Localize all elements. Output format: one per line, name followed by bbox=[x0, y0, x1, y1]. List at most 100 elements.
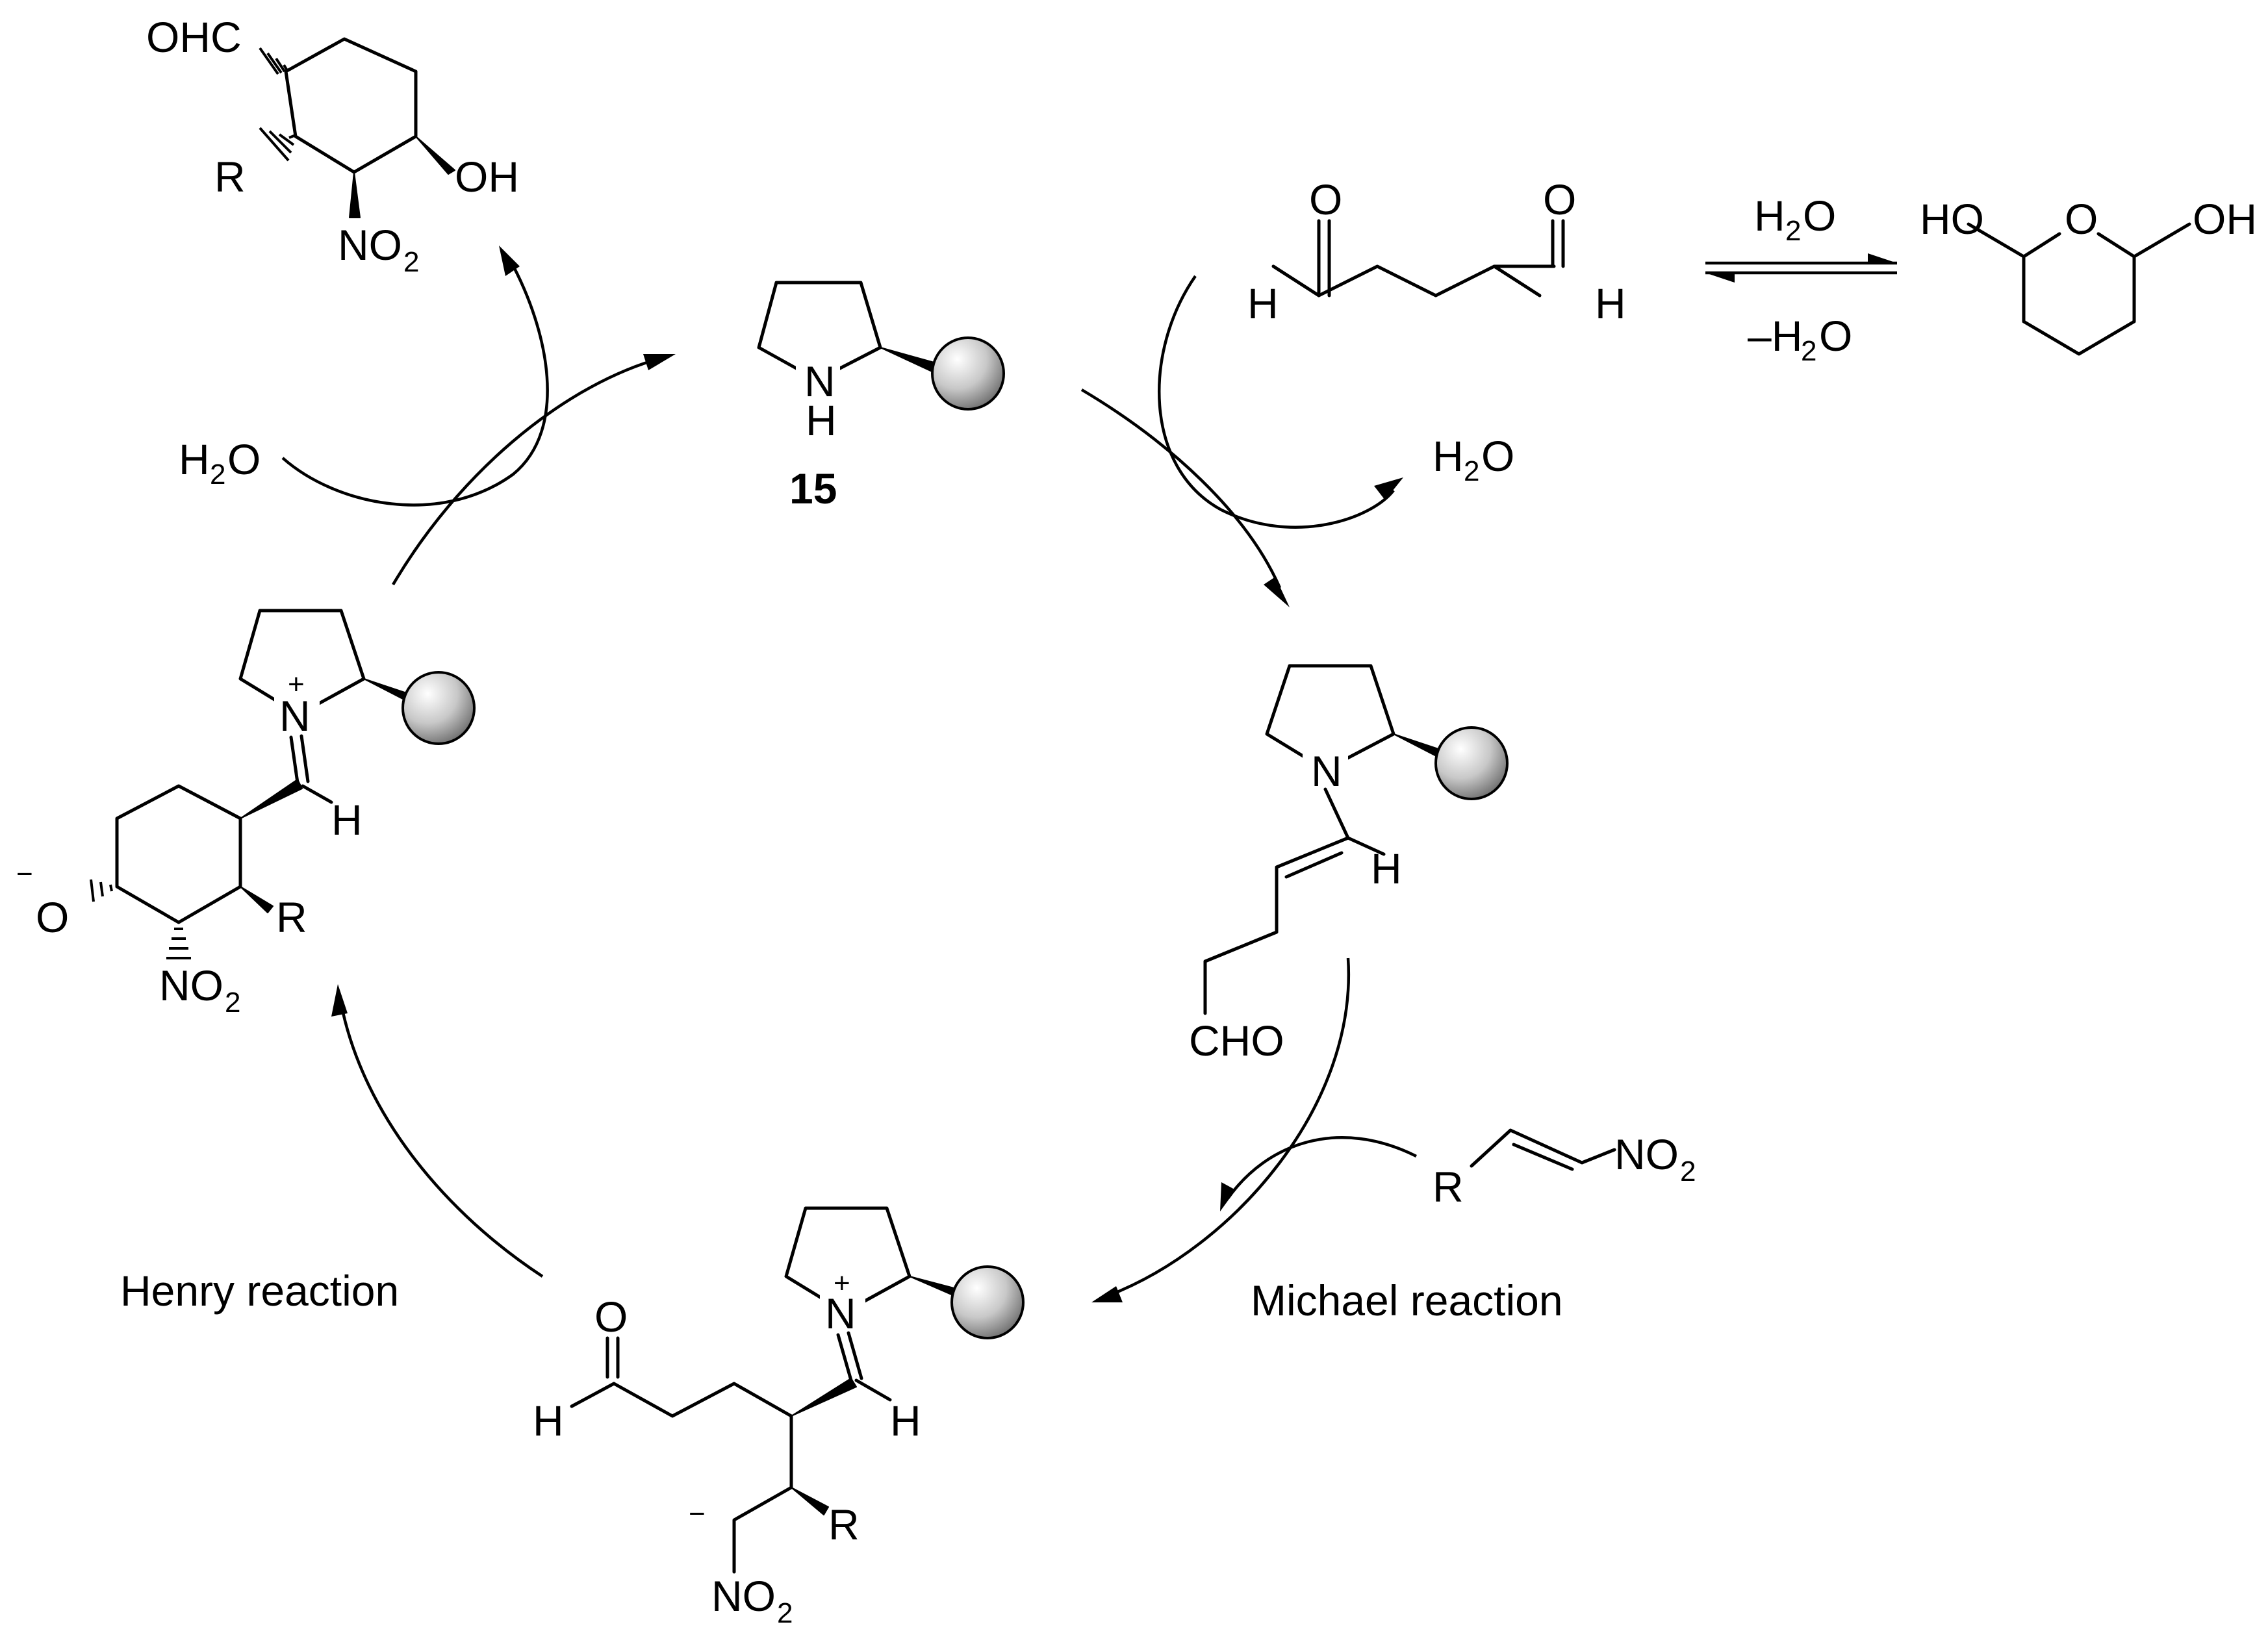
oxygen-right: O bbox=[1543, 175, 1576, 223]
arrowhead-nitroalkene bbox=[1220, 1182, 1236, 1211]
water-out-h: H bbox=[1433, 432, 1464, 480]
enamine-cho: CHO bbox=[1189, 1017, 1284, 1065]
enamine-double-bond bbox=[1284, 851, 1344, 879]
pyran-ring-and-oh bbox=[1967, 222, 2191, 356]
ring-oxygen-bonds bbox=[2022, 232, 2136, 259]
arrowhead-adduct bbox=[1091, 1286, 1123, 1302]
oh-label: OH bbox=[455, 153, 519, 201]
oxygen-left: O bbox=[1309, 175, 1342, 223]
hydration-equilibrium: H 2 O –H 2 O bbox=[1705, 192, 1897, 367]
iminium-plus-left: + bbox=[288, 668, 305, 700]
iminium-plus-bottom: + bbox=[834, 1267, 850, 1299]
enamine-h: H bbox=[1371, 844, 1402, 892]
stereo-wedge bbox=[880, 347, 939, 374]
michael-adduct-iminium: N + O H H R − NO 2 bbox=[533, 1206, 1025, 1629]
solid-support-sphere bbox=[931, 336, 1005, 411]
aldehyde-co-right bbox=[1551, 219, 1565, 268]
no2-wedge bbox=[349, 171, 361, 218]
water-out-o: O bbox=[1481, 432, 1514, 480]
ring-oxygen: O bbox=[2065, 195, 2098, 243]
alkoxide-o: O bbox=[36, 893, 69, 941]
iminium-n-left: N bbox=[279, 692, 311, 740]
nitroalkene-chain bbox=[1470, 1128, 1616, 1168]
oh-wedge bbox=[415, 136, 455, 175]
arrow-water-to-product bbox=[281, 259, 549, 507]
iminium-double-bond-left bbox=[289, 734, 310, 785]
adduct-no2-sub: 2 bbox=[777, 1597, 793, 1629]
arrowhead-enamine bbox=[1264, 577, 1290, 607]
nitroalkene: R NO 2 bbox=[1433, 1128, 1696, 1211]
adduct-wedge-1 bbox=[791, 1378, 857, 1417]
catalyst-15: N H 15 bbox=[757, 281, 1005, 513]
nitroalkene-no: NO bbox=[1614, 1130, 1679, 1178]
r-hash-bond bbox=[259, 127, 296, 162]
enamine-support-sphere bbox=[1434, 726, 1509, 800]
arrow-enamine-to-adduct bbox=[1107, 957, 1351, 1298]
arrow-nitroalkene-in bbox=[1227, 1136, 1418, 1200]
michael-reaction-label: Michael reaction bbox=[1251, 1276, 1563, 1324]
compound-number-15: 15 bbox=[789, 464, 837, 513]
adduct-r: R bbox=[828, 1500, 860, 1549]
water-below-sub: 2 bbox=[1801, 335, 1816, 367]
water-above-o: O bbox=[1803, 192, 1836, 240]
glutaraldehyde: O O H H bbox=[1247, 175, 1626, 327]
enamine-chain bbox=[1203, 836, 1350, 1015]
pyran-diol: HO O OH bbox=[1920, 195, 2257, 356]
adduct-aldehyde-co bbox=[605, 1336, 620, 1379]
r-left: R bbox=[276, 893, 307, 941]
water-out-sub: 2 bbox=[1464, 455, 1479, 487]
alkoxide-minus: − bbox=[16, 858, 33, 890]
nitroalkene-no2-sub: 2 bbox=[1680, 1156, 1696, 1187]
adduct-carbanion-minus: − bbox=[689, 1498, 706, 1530]
reverse-arrowhead bbox=[1705, 273, 1735, 283]
arrow-adduct-to-henry bbox=[339, 1003, 544, 1278]
arrow-hydrolysis-to-catalyst bbox=[392, 359, 654, 586]
nh-mask bbox=[796, 359, 840, 405]
iminium-ch-bond bbox=[854, 1378, 892, 1402]
iminium-support-sphere-bottom bbox=[950, 1265, 1025, 1339]
o-hash-bond-left bbox=[90, 879, 113, 902]
water-in-o: O bbox=[227, 435, 261, 483]
water-in-sub: 2 bbox=[210, 459, 225, 490]
iminium-double-bond-bottom bbox=[836, 1331, 863, 1382]
r-label: R bbox=[214, 153, 246, 201]
pyrrolidine-ring bbox=[757, 281, 882, 382]
arrow-aldehyde-water-out bbox=[1158, 275, 1395, 529]
aldehyde-co-left bbox=[1317, 219, 1331, 297]
glutaraldehyde-chain bbox=[1271, 264, 1542, 297]
nitrogen-label: N bbox=[804, 357, 835, 405]
r-wedge-left bbox=[240, 886, 274, 913]
water-above-h: H bbox=[1754, 192, 1785, 240]
ring-wedge-left bbox=[240, 779, 303, 819]
cyclohexane-left bbox=[115, 784, 242, 924]
product-ring bbox=[284, 37, 418, 174]
adduct-chain-left bbox=[612, 1382, 793, 1418]
hydrogen-left: H bbox=[1247, 279, 1279, 327]
iminium-support-sphere-left bbox=[401, 671, 476, 745]
oh-right: OH bbox=[2193, 195, 2257, 243]
no2-label-no: NO bbox=[338, 221, 402, 269]
adduct-no: NO bbox=[711, 1572, 776, 1620]
iminium-n-mask-left bbox=[274, 692, 320, 737]
cycle-arrows: H 2 O H 2 O bbox=[179, 246, 1514, 1302]
no2-left-sub: 2 bbox=[225, 987, 240, 1019]
adduct-aldehyde-h: H bbox=[533, 1397, 564, 1445]
no2-label-sub: 2 bbox=[403, 246, 419, 278]
arrow-catalyst-to-enamine bbox=[1080, 388, 1282, 589]
enamine-n: N bbox=[1311, 747, 1342, 795]
forward-arrowhead bbox=[1868, 253, 1897, 263]
no2-left-no: NO bbox=[159, 961, 223, 1009]
adduct-oxygen: O bbox=[594, 1293, 628, 1341]
henry-reaction-label: Henry reaction bbox=[120, 1267, 399, 1315]
water-below-h: –H bbox=[1748, 312, 1802, 360]
adduct-chain-down bbox=[732, 1414, 793, 1574]
ohc-hash-bond bbox=[259, 47, 289, 75]
iminium-ring-left bbox=[238, 609, 366, 716]
nitroalkene-double-bond bbox=[1512, 1143, 1574, 1171]
adduct-aldehyde-ch bbox=[570, 1382, 616, 1408]
iminium-h-left: H bbox=[331, 796, 363, 844]
enamine-intermediate: N H CHO bbox=[1189, 664, 1509, 1065]
iminium-ring-bottom bbox=[784, 1206, 911, 1314]
enamine-n-mask bbox=[1303, 747, 1348, 792]
nitroalkene-r: R bbox=[1433, 1163, 1464, 1211]
